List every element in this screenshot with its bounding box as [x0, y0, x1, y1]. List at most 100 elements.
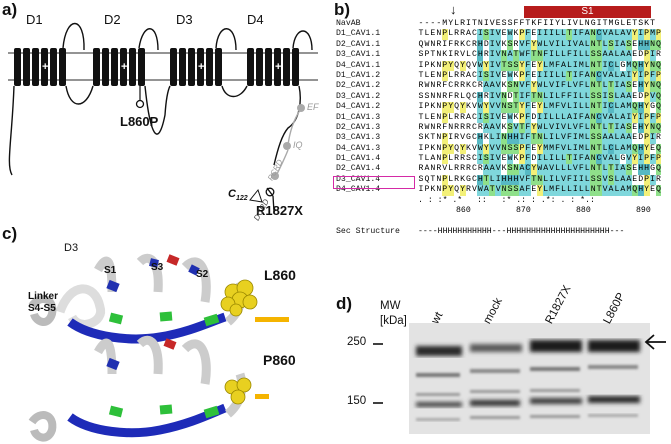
svg-text:+: +	[275, 61, 281, 73]
svg-text:+: +	[198, 61, 204, 73]
c-terminus-label: C122	[228, 188, 248, 202]
domain-label-d2: D2	[104, 12, 121, 27]
bands-250	[416, 340, 640, 356]
linker-label-line2: S4-S5	[28, 303, 56, 314]
sequence-name: D1_CAV1.3	[336, 112, 381, 122]
s3-label: S3	[151, 262, 164, 273]
sequence-residues: IPKNPYQYKVWYVVNSTYFEYLMFVLILLNTICLAMQHYG…	[418, 102, 662, 113]
sequence-name: D1_CAV1.4	[336, 154, 381, 164]
ef-label: EF	[307, 102, 319, 112]
bands-150	[416, 396, 640, 407]
panel-b-label: b)	[334, 0, 351, 19]
band-arrow-icon	[644, 334, 666, 350]
sequence-name: D2_CAV1.4	[336, 164, 381, 174]
sequence-residues: TLENPLRRACISIVEWKPFEIIILLTIFANCVALAIYIPF…	[418, 70, 662, 82]
sequence-residues: SPTNKIRVLCHRIVNATWFTNFILLFILLSSAALAAEDPI…	[418, 50, 661, 61]
pcrd-circle	[271, 172, 279, 180]
sequence-name: D1_CAV1.2	[336, 70, 381, 80]
panel-c-structure: c)	[0, 222, 330, 444]
sequence-name: D2_CAV1.1	[336, 39, 381, 49]
sequence-name: D4_CAV1.3	[336, 143, 381, 153]
svg-text:+: +	[121, 61, 127, 73]
sequence-residues: IPKNPYQYKVWYVVNSSPFEYMMFVLIMLNTLCLAMQHYE…	[418, 143, 662, 155]
panel-d-label: d)	[336, 294, 353, 313]
sequence-name: D2_CAV1.2	[336, 81, 381, 91]
domain-label-d1: D1	[26, 12, 43, 27]
conservation-symbols: . : :* .* :: :* .: : .*: . : *.:	[418, 195, 595, 205]
s1-bar-label: S1	[581, 6, 594, 17]
panel-c-label: c)	[2, 224, 18, 243]
domain-label-d3: D3	[176, 12, 193, 27]
sequence-residues: SQTNPLRKGCHTLIHHHVFTNLILVFIILSSVSLAAEDPI…	[418, 174, 661, 186]
p860-label: P860	[263, 352, 296, 368]
panel-d-western-blot: d) MW [kDa]	[330, 222, 671, 444]
p860-spheres	[224, 377, 252, 405]
sec-structure-sequence: ----HHHHHHHHHHH---HHHHHHHHHHHHHHHHHHHHH-…	[418, 226, 625, 236]
p860-length-bar	[255, 394, 269, 399]
sequence-residues: SKTNPIRVGCHKLINHHIFTNLILVFIMLSSAALAAEDPI…	[418, 133, 661, 144]
sequence-residues: ----MYLRITNIVESSFFTKFIIYLIVLNGITMGLETSKT	[418, 19, 655, 28]
sequence-residues: QWNRIFRKCRHDIVKSRVFYWLVILIVALNTLSIASEHHN…	[418, 39, 662, 51]
l860-label: L860	[264, 267, 296, 283]
domain-label-d4: D4	[247, 12, 264, 27]
s4-plus-signs: + + + +	[42, 61, 281, 73]
bands-mid	[416, 365, 638, 396]
svg-text:+: +	[42, 61, 48, 73]
d3-label: D3	[64, 242, 79, 254]
mw-label: MW	[380, 300, 401, 312]
marker-label-150: 150	[347, 395, 367, 407]
kda-label: [kDa]	[380, 315, 407, 327]
down-arrow-icon: ↓	[450, 2, 457, 17]
sequence-residues: SSNNRFRLQCHRIVNDTIFTNLILFFILLSSISLAAEDPV…	[418, 91, 662, 103]
sequence-name: D3_CAV1.4	[336, 174, 381, 184]
s1-label: S1	[104, 265, 117, 276]
topology-diagram: + + + +	[8, 22, 318, 213]
c-letter: C	[228, 188, 236, 200]
sequence-name: D4_CAV1.4	[336, 185, 381, 195]
sec-structure-label: Sec Structure	[336, 226, 400, 236]
sequence-name: D3_CAV1.1	[336, 50, 381, 60]
l860-spheres	[220, 279, 258, 317]
panel-a-label: a)	[2, 0, 18, 19]
l860-length-bar	[255, 317, 289, 322]
marker-label-250: 250	[347, 336, 367, 348]
ribbon-bottom	[28, 335, 247, 442]
position-tick: 890	[636, 206, 651, 216]
position-tick: 870	[516, 206, 531, 216]
sequence-residues: TLENPLRRACISIVEWKPFDIILLLAIFANCVALAIYIPF…	[418, 112, 662, 123]
mutation-l860p-label: L860P	[120, 114, 159, 129]
panel-b-alignment: b) S1 ↓ NavAB ----MYLRITNIVESSFFTKFIIYLIV…	[330, 0, 671, 236]
sequence-residues: TLENPLRRACISIVEWKPFEIIILLTIFANCVALAVYIPM…	[418, 29, 662, 40]
position-tick: 860	[456, 206, 471, 216]
sequence-name: D4_CAV1.2	[336, 102, 381, 112]
iq-label: IQ	[293, 140, 303, 150]
ribbon-top	[28, 253, 247, 344]
blot-image	[373, 323, 666, 434]
domain-helices	[14, 48, 299, 86]
sequence-residues: IPKNPYQYQVWYIVTSSYFEYLMFALIMLNTICLGMQHYN…	[418, 60, 662, 71]
sequence-name: D4_CAV1.1	[336, 60, 381, 70]
s2-label: S2	[196, 269, 209, 280]
sequence-residues: RWNRFCRRKCRAAVKSNVFYWLVIFLVFLNTLTIASEHYN…	[418, 81, 662, 92]
iq-circle	[283, 142, 291, 150]
bands-low	[416, 414, 638, 421]
ef-circle	[297, 104, 305, 112]
sequence-residues: RWNRFNRRRCRAAVKSVTFYWLVIVLVFLNTLTIASEHYN…	[418, 122, 662, 134]
linker-label-line1: Linker	[28, 291, 59, 302]
sequence-residues: TLANPLRRSCISIVEWKPFDILILLTIFANCVALGVYIPF…	[418, 154, 662, 165]
sequence-name: D2_CAV1.3	[336, 122, 381, 132]
d3-cav1-4-highlight	[333, 176, 415, 189]
sequence-name: NavAB	[336, 19, 361, 28]
sequence-name: D3_CAV1.3	[336, 133, 381, 143]
loops	[8, 22, 313, 176]
sequence-name: D1_CAV1.1	[336, 29, 381, 39]
sequence-residues: IPKNPYQYRVWATVNSSAFEYLMFLLILLNTVALAMQHYE…	[418, 185, 662, 196]
c-subscript: 122	[235, 195, 248, 203]
sequence-residues: RANRVLRRRCRAAVKSNACYWAVLLLVFLNTLTIASEHHG…	[418, 164, 662, 175]
position-tick: 880	[576, 206, 591, 216]
panel-a-topology: a) + + + +	[0, 0, 330, 222]
s1-bar: S1	[524, 6, 651, 18]
mutation-r1827x-label: R1827X	[256, 203, 303, 218]
sequence-name: D3_CAV1.2	[336, 91, 381, 101]
structure-render	[28, 253, 289, 442]
